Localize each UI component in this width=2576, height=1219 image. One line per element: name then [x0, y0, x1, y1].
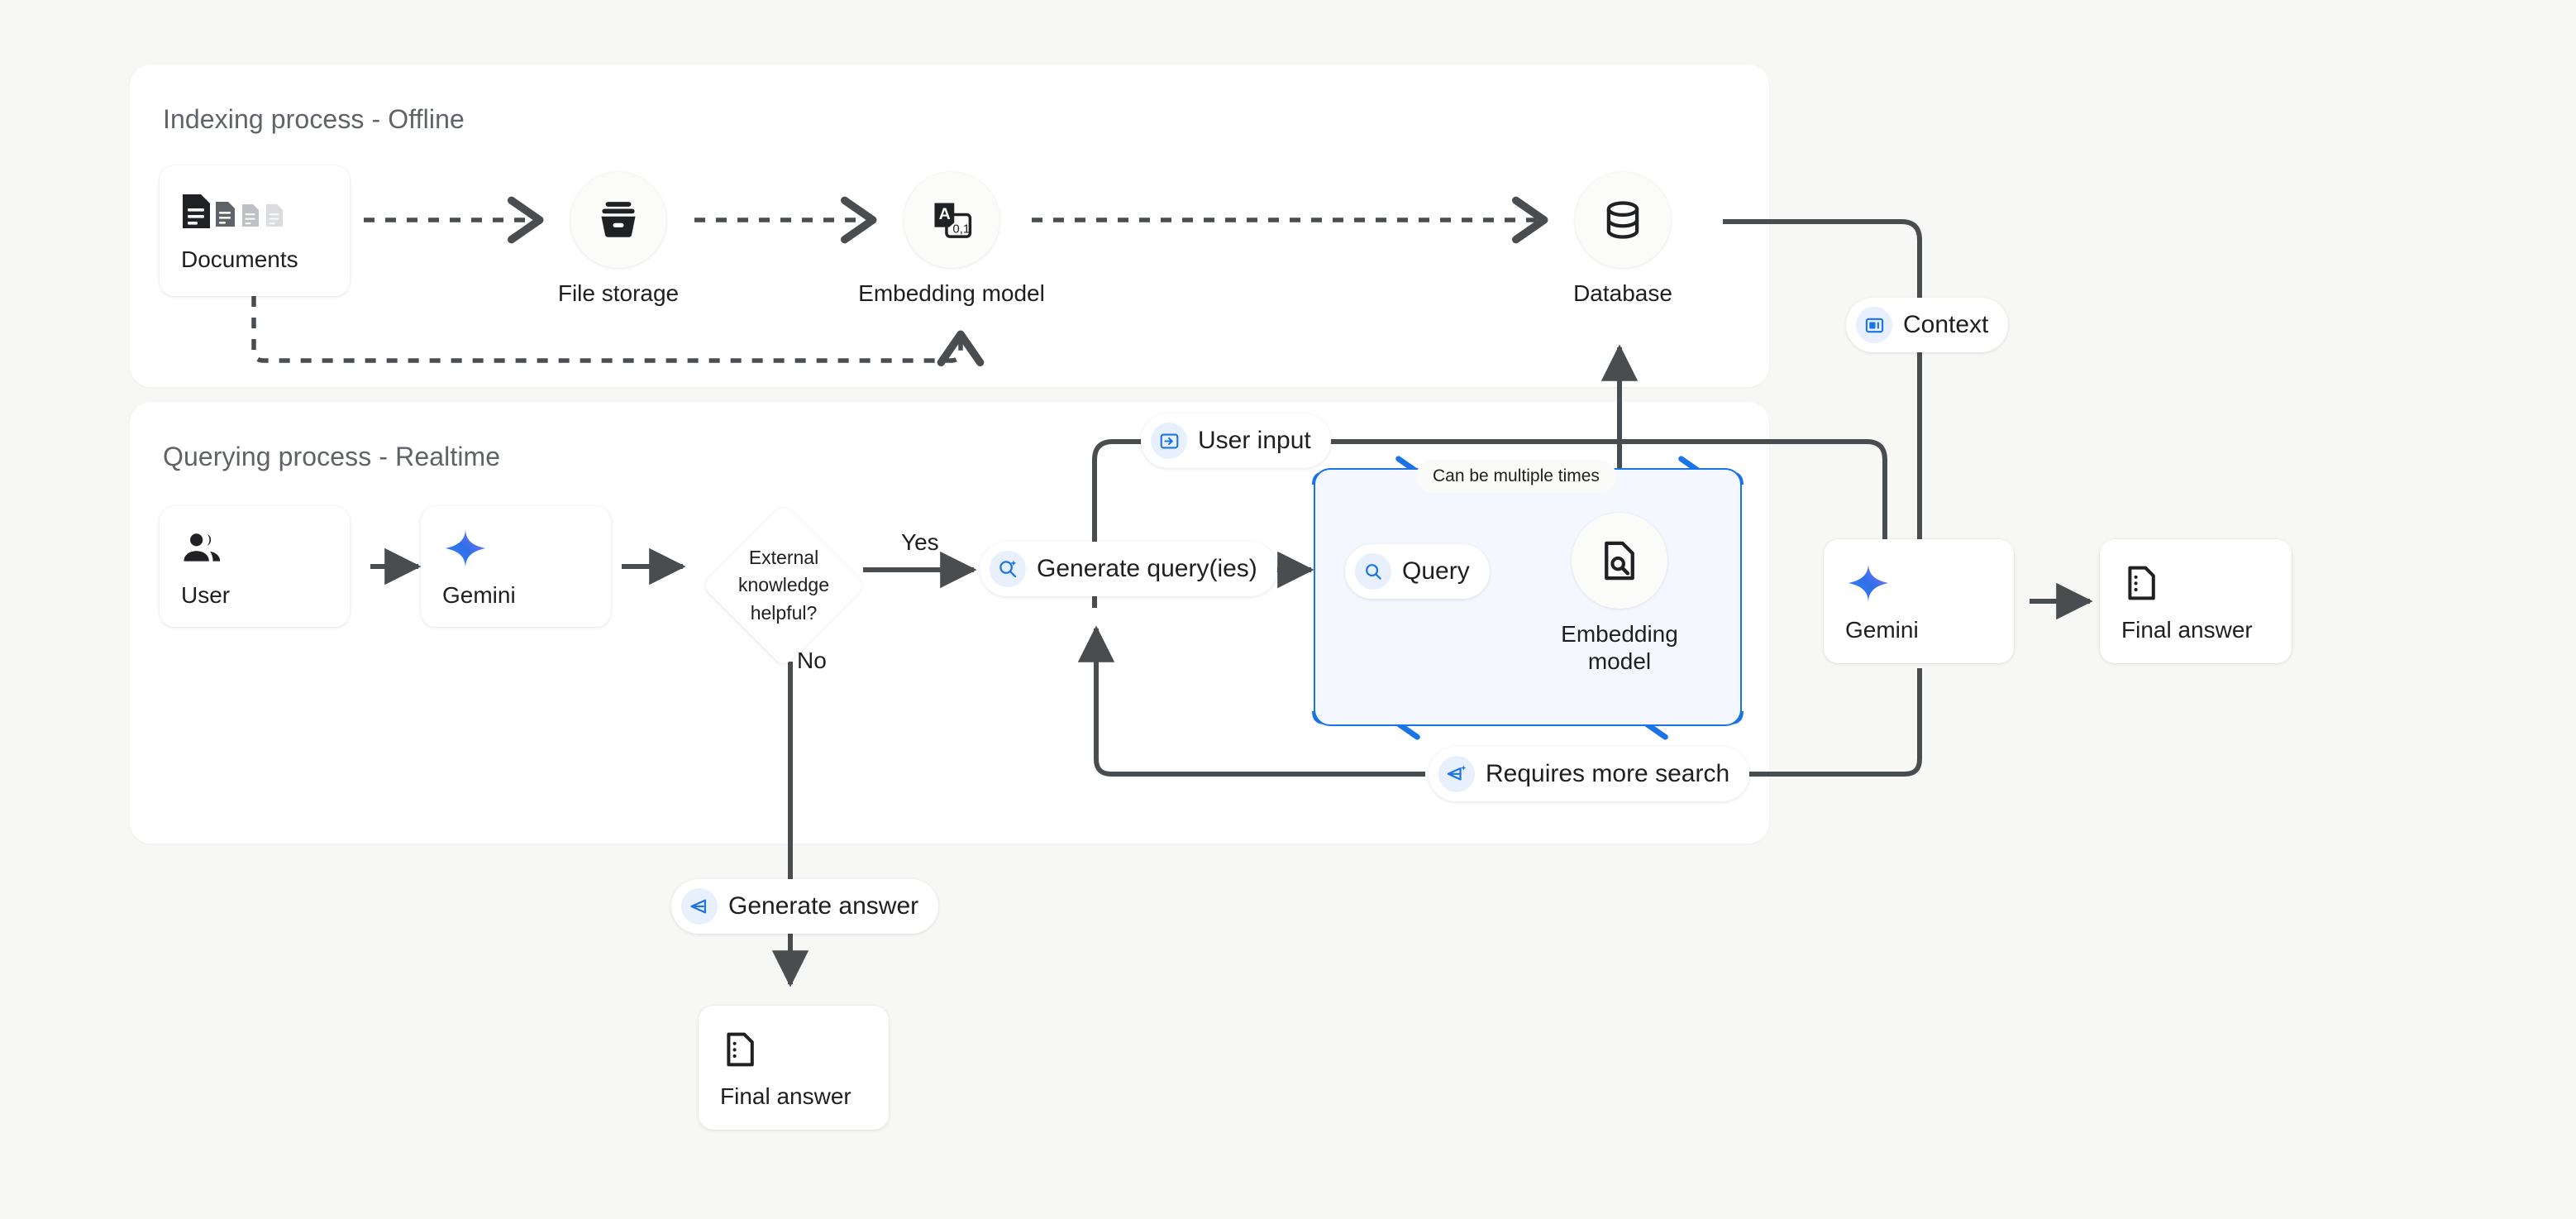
answer-doc-icon — [720, 1025, 889, 1073]
node-file-storage-label: File storage — [557, 280, 680, 306]
card-gemini-left-label: Gemini — [442, 582, 516, 608]
card-final-answer-right-label: Final answer — [2121, 617, 2253, 643]
search-sparkle-icon — [990, 551, 1026, 587]
people-icon — [181, 524, 350, 572]
node-embedding-model-loop-label: Embedding model — [1561, 621, 1678, 675]
documents-icon — [181, 189, 350, 237]
decision-external-knowledge[interactable]: External knowledge helpful? — [702, 504, 866, 667]
document-search-icon — [1572, 513, 1667, 609]
panel-querying-title: Querying process - Realtime — [163, 442, 501, 471]
card-user-label: User — [181, 582, 231, 608]
node-database-label: Database — [1573, 280, 1672, 306]
card-final-answer-bottom-label: Final answer — [720, 1083, 852, 1109]
edge-label-yes: Yes — [901, 529, 939, 555]
card-final-answer-bottom[interactable]: Final answer — [699, 1006, 889, 1130]
card-documents-label: Documents — [181, 246, 298, 272]
pill-generate-answer[interactable]: Generate answer — [671, 879, 939, 934]
svg-text:0,1: 0,1 — [952, 222, 970, 236]
card-user[interactable]: User — [160, 506, 350, 627]
database-icon — [1575, 172, 1671, 268]
card-gemini-right[interactable]: Gemini — [1824, 539, 2014, 663]
pill-query[interactable]: Query — [1345, 544, 1490, 599]
node-embedding-model-index[interactable]: 0,1 A Embedding model — [858, 172, 1045, 307]
svg-text:A: A — [939, 205, 951, 223]
file-storage-icon — [570, 172, 666, 268]
pill-generate-queries-label: Generate query(ies) — [1037, 555, 1257, 582]
answer-doc-icon — [2121, 559, 2292, 607]
panel-indexing-title: Indexing process - Offline — [163, 104, 465, 134]
pill-query-label: Query — [1402, 557, 1470, 585]
card-documents[interactable]: Documents — [160, 165, 350, 296]
context-panel-icon — [1856, 307, 1892, 343]
gemini-sparkle-icon — [442, 524, 611, 572]
node-embedding-model-index-label: Embedding model — [858, 280, 1045, 306]
gemini-sparkle-icon — [1845, 559, 2014, 607]
pill-requires-more-search[interactable]: Requires more search — [1429, 747, 1750, 801]
pill-context[interactable]: Context — [1846, 298, 2009, 352]
send-sparkle-icon — [1438, 756, 1475, 792]
input-arrow-icon — [1151, 423, 1187, 459]
node-embedding-model-loop[interactable]: Embedding model — [1558, 513, 1682, 675]
node-database[interactable]: Database — [1546, 172, 1700, 307]
node-file-storage[interactable]: File storage — [541, 172, 695, 307]
card-final-answer-right[interactable]: Final answer — [2100, 539, 2292, 663]
card-gemini-right-label: Gemini — [1845, 617, 1919, 643]
pill-generate-answer-label: Generate answer — [728, 892, 919, 920]
search-icon — [1355, 553, 1391, 590]
send-icon — [681, 888, 718, 925]
edge-label-no: No — [797, 648, 827, 673]
loop-note-can-be-multiple-times: Can be multiple times — [1416, 460, 1616, 493]
translate-embedding-icon: 0,1 A — [904, 172, 999, 268]
pill-user-input[interactable]: User input — [1141, 414, 1331, 468]
pill-requires-more-search-label: Requires more search — [1486, 760, 1730, 787]
pill-context-label: Context — [1903, 311, 1989, 338]
pill-user-input-label: User input — [1198, 427, 1311, 454]
pill-generate-queries[interactable]: Generate query(ies) — [980, 542, 1277, 596]
decision-label: External knowledge helpful? — [738, 546, 829, 624]
card-gemini-left[interactable]: Gemini — [421, 506, 611, 627]
